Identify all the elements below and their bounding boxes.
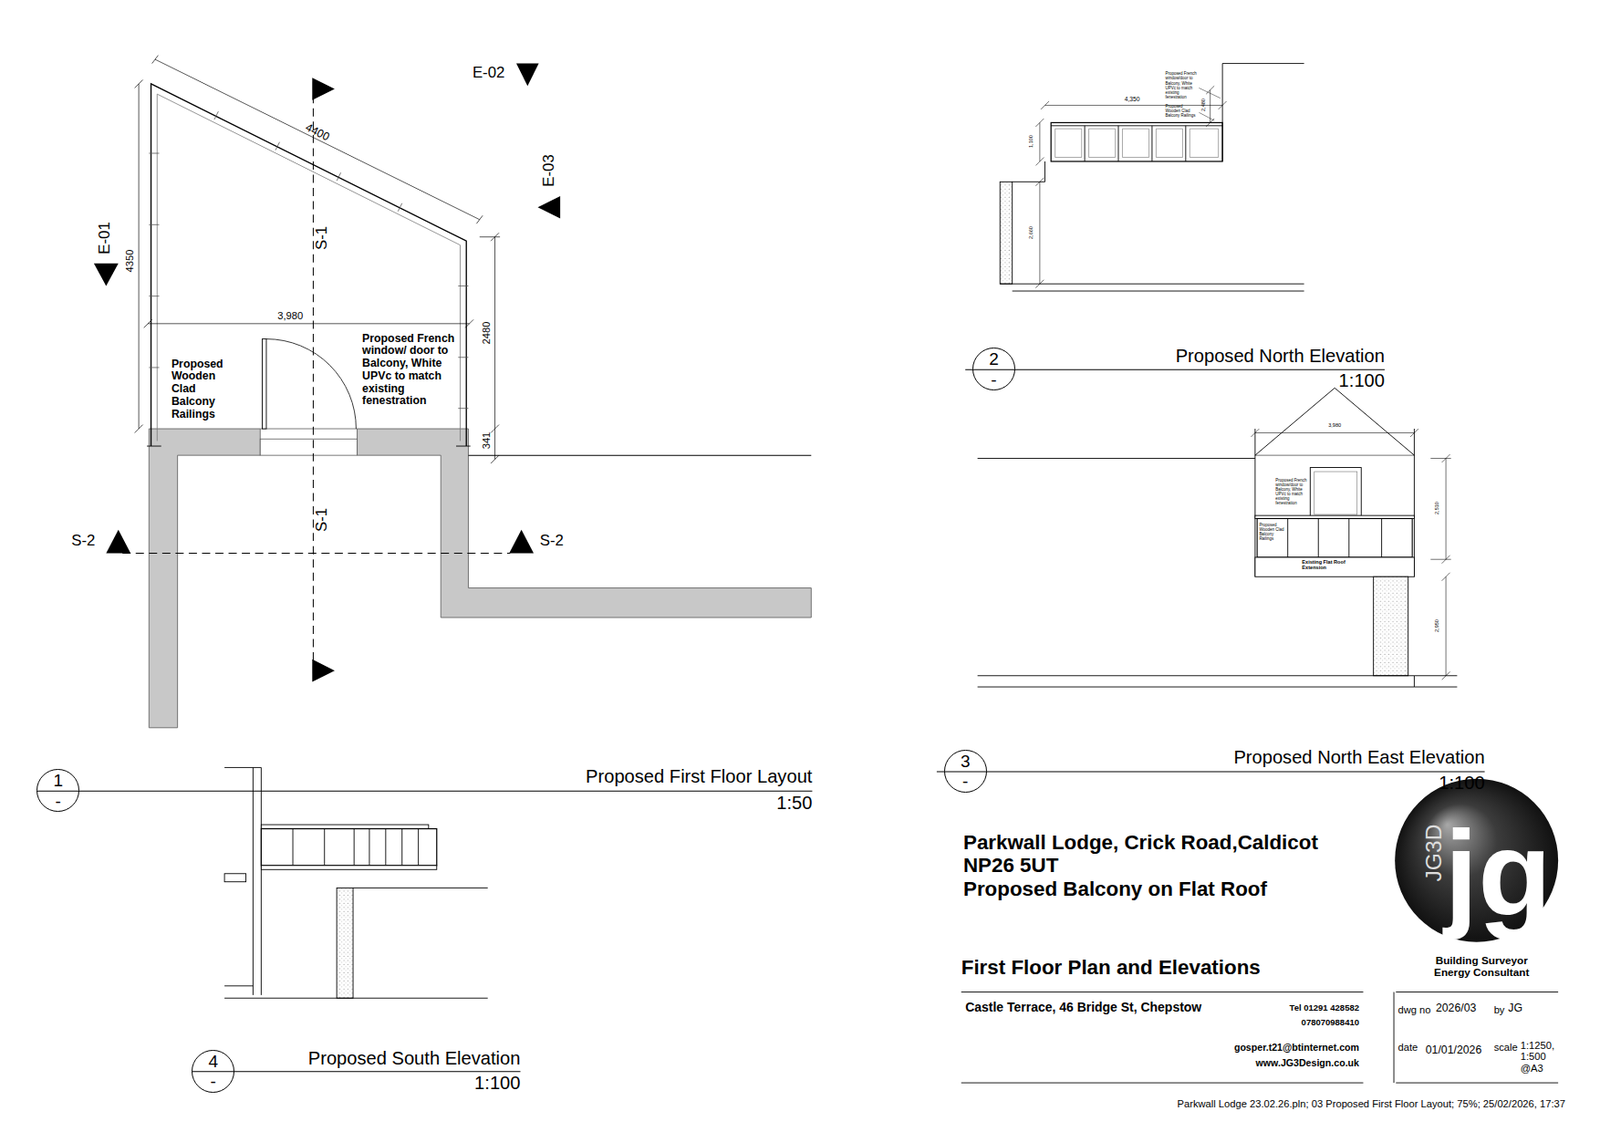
elevation-marker: E-01 xyxy=(97,221,114,254)
telephone: Tel 01291 428582 xyxy=(1289,1003,1360,1014)
telephone: 078070988410 xyxy=(1301,1018,1360,1029)
field-value: JG xyxy=(1507,1001,1523,1015)
dimension: 1,100 xyxy=(1028,135,1035,149)
view-scale: 1:100 xyxy=(474,1072,520,1094)
logo-letters: jg xyxy=(1444,813,1551,935)
dimension: 2,480 xyxy=(1201,98,1207,112)
annotation: Proposed Wooden Clad Balcony Railings xyxy=(171,358,233,422)
sheet-reference: - xyxy=(192,1071,234,1092)
annotation: Proposed French window/ door to Balcony,… xyxy=(362,332,458,409)
field-name: date xyxy=(1398,1041,1419,1054)
section-marker: S-2 xyxy=(540,531,564,550)
view-title: Proposed South Elevation xyxy=(308,1048,521,1070)
view-title: Proposed First Floor Layout xyxy=(585,766,812,788)
annotation: Proposed French window/door to Balcony, … xyxy=(1275,477,1308,507)
view-scale: 1:50 xyxy=(776,792,812,814)
dimension: 4350 xyxy=(125,249,136,273)
field-value: 01/01/2026 xyxy=(1425,1043,1483,1057)
view-scale: 1:100 xyxy=(1438,772,1485,794)
logo-text: JG3D xyxy=(1422,824,1445,883)
project-title: Parkwall Lodge, Crick Road,Caldicot xyxy=(963,831,1319,855)
drawing-title: First Floor Plan and Elevations xyxy=(961,955,1261,980)
project-title: Proposed Balcony on Flat Roof xyxy=(963,877,1268,902)
email: gosper.t21@btinternet.com xyxy=(1234,1041,1360,1053)
view-number-circle: 2- xyxy=(972,347,1016,391)
field-name: scale xyxy=(1494,1041,1518,1054)
view-number-circle: 3- xyxy=(944,749,988,793)
annotation: Existing Flat Roof Extension xyxy=(1301,559,1355,572)
view-number: 2 xyxy=(973,348,1015,369)
sheet-reference: - xyxy=(37,790,79,811)
elevation-marker: E-02 xyxy=(472,63,505,82)
field-value: 1:1250, 1:500 @A3 xyxy=(1520,1039,1558,1074)
dimension: 2,950 xyxy=(1434,619,1441,633)
dimension: 3,980 xyxy=(277,310,303,323)
view-title: Proposed North East Elevation xyxy=(1233,747,1485,769)
field-value: 2026/03 xyxy=(1435,1001,1476,1015)
dimension: 2,660 xyxy=(1028,226,1035,239)
project-title: NP26 5UT xyxy=(963,853,1059,878)
section-marker: S-2 xyxy=(71,531,95,550)
view-number: 1 xyxy=(37,769,79,790)
address: Castle Terrace, 46 Bridge St, Chepstow xyxy=(965,999,1202,1015)
field-name: by xyxy=(1494,1004,1506,1017)
dimension: 2480 xyxy=(481,321,492,344)
dimension: 4,350 xyxy=(1124,95,1141,104)
file-footer: Parkwall Lodge 23.02.26.pln; 03 Proposed… xyxy=(1177,1098,1566,1111)
dimension: 2,510 xyxy=(1434,501,1441,515)
annotation: Proposed French window/door to Balcony, … xyxy=(1164,71,1198,100)
view-title: Proposed North Elevation xyxy=(1175,345,1385,367)
dimension: 4400 xyxy=(303,122,332,144)
company-role: Building Surveyor Energy Consultant xyxy=(1419,955,1544,979)
view-number-circle: 4- xyxy=(191,1049,235,1093)
sheet-reference: - xyxy=(973,369,1015,390)
section-marker: S-1 xyxy=(314,508,331,532)
dimension: 3,980 xyxy=(1328,422,1341,428)
website: www.JG3Design.co.uk xyxy=(1256,1057,1360,1069)
view-number: 4 xyxy=(192,1050,234,1071)
elevation-marker: E-03 xyxy=(540,154,557,187)
annotation: Proposed Wooden Clad Balcony Railings xyxy=(1258,522,1286,542)
dimension: 341 xyxy=(481,432,492,450)
field-name: dwg no xyxy=(1398,1004,1432,1017)
sheet-reference: - xyxy=(945,771,987,792)
view-number: 3 xyxy=(945,750,987,771)
view-number-circle: 1- xyxy=(36,768,80,812)
section-marker: S-1 xyxy=(314,226,331,250)
annotation: Proposed Wooden Clad Balcony Railings xyxy=(1164,103,1196,118)
view-scale: 1:100 xyxy=(1339,370,1385,392)
